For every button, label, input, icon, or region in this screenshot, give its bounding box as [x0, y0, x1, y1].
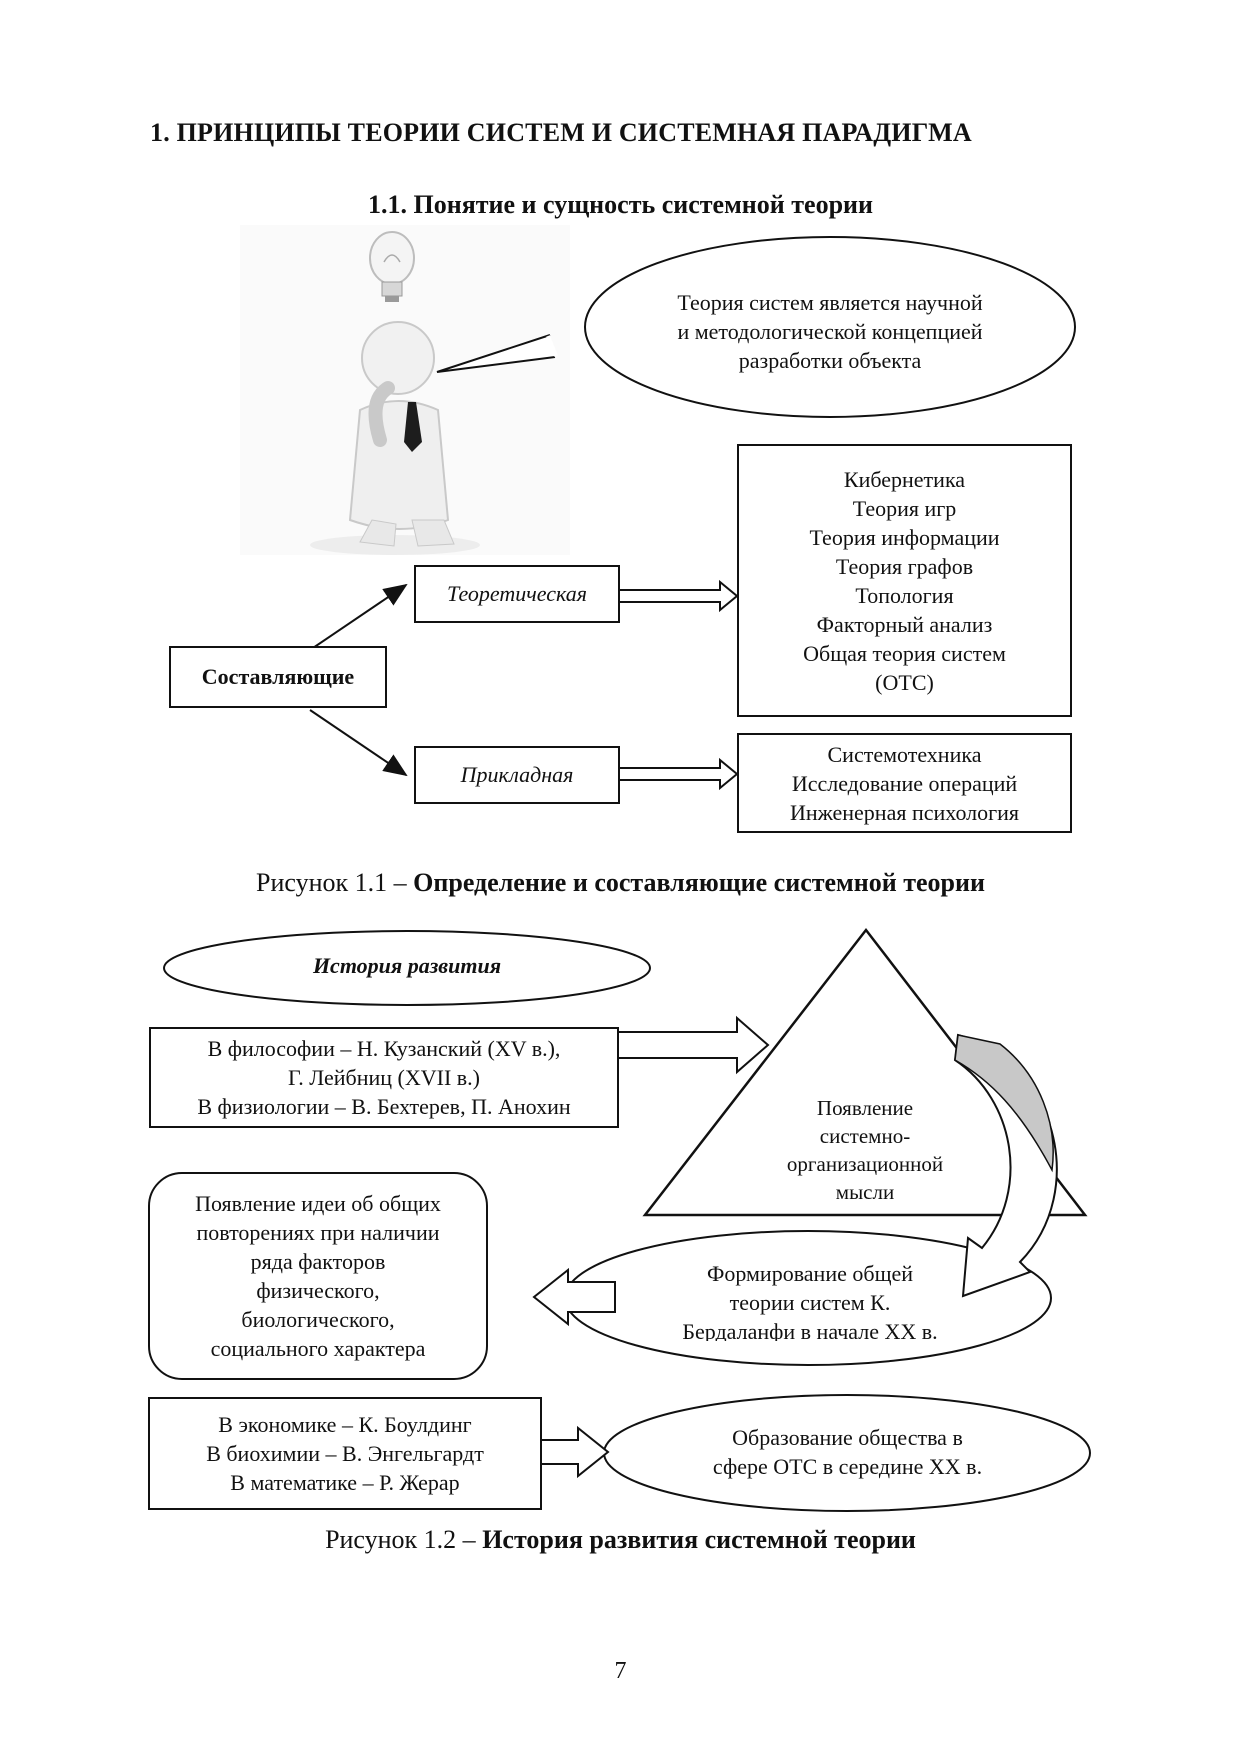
curved-arrow-icon	[953, 1033, 1058, 1298]
general-theory-text: Формирование общей теории систем К. Берд…	[620, 1259, 1000, 1341]
philosophy-line: В физиологии – В. Бехтерев, П. Анохин	[197, 1094, 571, 1119]
society-line: Образование общества в	[732, 1425, 963, 1450]
triangle-line: мысли	[835, 1180, 895, 1204]
history-ellipse	[163, 930, 651, 1006]
triangle-line: Появление	[816, 1096, 914, 1120]
section-heading: 1.1. Понятие и сущность системной теории	[367, 190, 873, 219]
caption-title: Определение и составляющие системной тео…	[413, 868, 985, 897]
idea-line: ряда факторов	[250, 1249, 386, 1274]
components-box: Составляющие	[169, 646, 387, 708]
society-line: сфере ОТС в середине XX в.	[712, 1454, 983, 1479]
applied-box: Прикладная	[414, 746, 620, 804]
applied-items-box: Системотехника Исследование операций Инж…	[737, 733, 1072, 833]
page-number: 7	[614, 1658, 627, 1684]
general-theory-line: теории систем К.	[729, 1290, 891, 1315]
applied-item: Инженерная психология	[789, 799, 1020, 825]
society-text: Образование общества в сфере ОТС в серед…	[650, 1423, 1045, 1481]
caption-prefix: Рисунок 1.2 –	[325, 1525, 483, 1554]
theoretical-item: Общая теория систем	[803, 640, 1006, 666]
idea-line: биологического,	[241, 1307, 395, 1332]
economy-line: В экономике – К. Боулдинг	[218, 1412, 472, 1437]
arrow-to-triangle	[618, 1015, 770, 1075]
triangle-line: системно-	[819, 1124, 911, 1148]
idea-line: повторениях при наличии	[196, 1220, 440, 1245]
thinking-person-icon	[310, 321, 480, 555]
philosophy-line: В философии – Н. Кузанский (XV в.),	[207, 1036, 561, 1061]
speech-bubble	[436, 236, 1076, 418]
triangle-text: Появление системно- организационной мысл…	[745, 1094, 985, 1206]
theoretical-item: (ОТС)	[875, 669, 934, 695]
theoretical-item: Теория информации	[809, 524, 1000, 550]
idea-line: социального характера	[210, 1336, 426, 1361]
idea-line: физического,	[256, 1278, 380, 1303]
theoretical-item: Топология	[855, 582, 954, 608]
philosophy-line: Г. Лейбниц (XVII в.)	[287, 1065, 481, 1090]
applied-item: Исследование операций	[791, 770, 1018, 796]
idea-line: Появление идеи об общих	[195, 1191, 441, 1216]
arrow-to-applied	[309, 709, 408, 777]
theoretical-item: Теория игр	[852, 495, 957, 521]
speech-bubble-text: Теория систем является научной и методол…	[610, 288, 1050, 375]
caption-prefix: Рисунок 1.1 –	[256, 868, 414, 897]
theoretical-item: Факторный анализ	[816, 611, 993, 637]
arrow-to-society	[542, 1425, 610, 1479]
economy-line: В математике – Р. Жерар	[230, 1470, 460, 1495]
speech-line: разработки объекта	[738, 348, 922, 373]
figure-2-caption: Рисунок 1.2 – История развития системной…	[0, 1525, 1241, 1555]
arrow-to-theoretical	[309, 583, 408, 651]
applied-item: Системотехника	[827, 741, 982, 767]
philosophy-box: В философии – Н. Кузанский (XV в.), Г. Л…	[149, 1027, 619, 1128]
speech-line: Теория систем является научной	[677, 290, 983, 315]
theoretical-items-box: Кибернетика Теория игр Теория информации…	[737, 444, 1072, 717]
figure-1-caption: Рисунок 1.1 – Определение и составляющие…	[0, 868, 1241, 898]
economy-box: В экономике – К. Боулдинг В биохимии – В…	[148, 1397, 542, 1510]
arrow-to-idea-box	[532, 1267, 616, 1327]
economy-line: В биохимии – В. Энгельгардт	[206, 1441, 484, 1466]
lightbulb-icon	[369, 231, 415, 302]
idea-box: Появление идеи об общих повторениях при …	[148, 1172, 488, 1380]
triangle-line: организационной	[786, 1152, 944, 1176]
theoretical-box: Теоретическая	[414, 565, 620, 623]
chapter-heading: 1. ПРИНЦИПЫ ТЕОРИИ СИСТЕМ И СИСТЕМНАЯ ПА…	[150, 118, 972, 147]
speech-line: и методологической концепцией	[677, 319, 983, 344]
caption-title: История развития системной теории	[482, 1525, 916, 1554]
general-theory-line: Формирование общей	[706, 1261, 914, 1286]
theoretical-item: Кибернетика	[843, 466, 966, 492]
theoretical-item: Теория графов	[835, 553, 974, 579]
general-theory-line: Бердаланфи в начале XX в.	[682, 1319, 938, 1341]
history-label: История развития	[312, 953, 502, 978]
